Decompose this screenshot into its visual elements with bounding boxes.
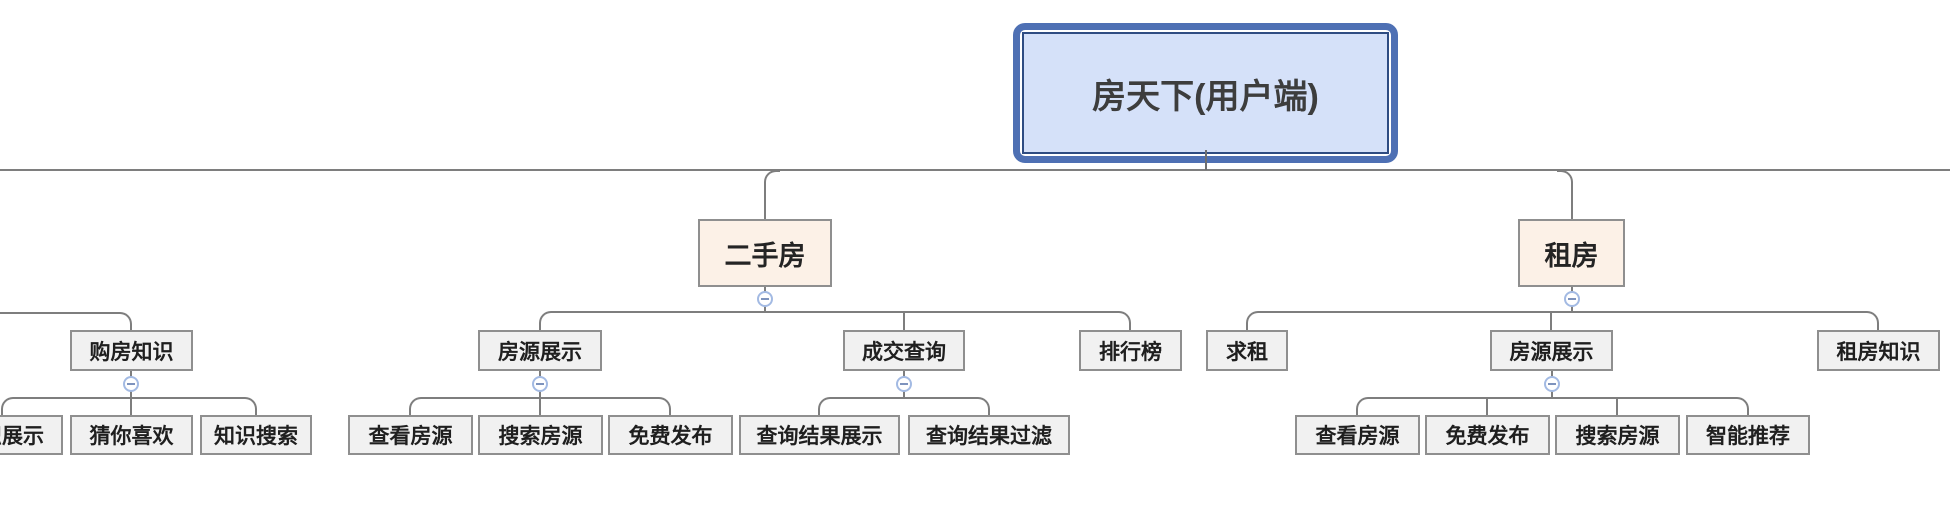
node-label: 租房 (1544, 240, 1599, 271)
connector-elbow-to-ershoufang (764, 170, 780, 219)
minus-glyph (761, 298, 769, 300)
node-zufang[interactable]: 租房 (1518, 219, 1625, 287)
node-label: 智能推荐 (1706, 425, 1790, 448)
node-label: 搜索房源 (498, 425, 583, 448)
node-label: 求租 (1226, 340, 1268, 364)
node-zufang-zhishi[interactable]: 租房知识 (1817, 330, 1940, 371)
node-fangyuan-zhanshi-zf[interactable]: 房源展示 (1490, 330, 1613, 371)
minus-glyph (127, 383, 135, 385)
collapse-fangyuan-esf-minus-icon[interactable] (532, 376, 548, 392)
node-label: 房天下(用户端) (1092, 77, 1319, 116)
collapse-zufang-minus-icon[interactable] (1564, 291, 1580, 307)
node-chaxun-jieguo-guolv[interactable]: 查询结果过滤 (908, 415, 1070, 455)
node-goufang-zhishi[interactable]: 购房知识 (70, 330, 193, 371)
connector-stub-cai-ni-xihuan (130, 397, 132, 415)
node-label: 免费发布 (1445, 425, 1530, 448)
node-label: 房源展示 (1509, 340, 1594, 364)
node-qiuzu[interactable]: 求租 (1206, 330, 1288, 371)
collapse-fangyuan-zf-minus-icon[interactable] (1544, 376, 1560, 392)
connector-offscreen-parent-rail (0, 312, 132, 330)
node-label: 租房知识 (1836, 340, 1921, 364)
node-root[interactable]: 房天下(用户端) (1013, 23, 1398, 163)
connector-stub-sousuo-fangyuan-zf (1616, 397, 1618, 415)
connector-stub-chengjiao-chaxun (903, 312, 905, 330)
connector-stub-sousuo-fangyuan-esf (539, 397, 541, 415)
node-chakan-fangyuan-esf[interactable]: 查看房源 (348, 415, 473, 455)
node-sousuo-fangyuan-esf[interactable]: 搜索房源 (478, 415, 603, 455)
node-cai-ni-xihuan[interactable]: 猜你喜欢 (70, 415, 193, 455)
node-label: 二手房 (724, 240, 806, 271)
minus-glyph (900, 383, 908, 385)
node-paihangbang[interactable]: 排行榜 (1079, 330, 1182, 371)
connector-fangyuan-esf-children-rail (409, 397, 671, 415)
node-label: 房源展示 (498, 340, 582, 364)
node-mianfei-fabu-zf[interactable]: 免费发布 (1425, 415, 1550, 455)
node-label: 查询结果展示 (756, 425, 883, 448)
minus-glyph (536, 383, 544, 385)
minus-glyph (1548, 383, 1556, 385)
minus-glyph (1568, 298, 1576, 300)
node-ershoufang[interactable]: 二手房 (698, 219, 832, 287)
node-chakan-fangyuan-zf[interactable]: 查看房源 (1295, 415, 1420, 455)
node-zhishi-sousuo[interactable]: 知识搜索 (200, 415, 312, 455)
node-fangyuan-zhanshi-esf[interactable]: 房源展示 (478, 330, 602, 371)
connector-elbow-to-zufang (1557, 170, 1573, 219)
node-label: 排行榜 (1099, 340, 1162, 364)
node-label: 成交查询 (862, 340, 946, 364)
node-chengjiao-chaxun[interactable]: 成交查询 (843, 330, 965, 371)
root-node-inner: 房天下(用户端) (1022, 32, 1389, 154)
collapse-ershoufang-minus-icon[interactable] (757, 291, 773, 307)
node-mianfei-fabu-esf[interactable]: 免费发布 (608, 415, 733, 455)
node-label: 查询结果过滤 (926, 425, 1052, 448)
connector-stub-fangyuan-zhanshi-zf (1550, 312, 1552, 330)
node-label: 知识搜索 (214, 425, 298, 448)
node-label: 免费发布 (628, 425, 713, 448)
collapse-chengjiao-minus-icon[interactable] (896, 376, 912, 392)
connector-root-children-rail (0, 169, 1950, 171)
connector-ershoufang-children-rail (539, 311, 1131, 330)
connector-zufang-children-rail (1246, 311, 1879, 330)
collapse-goufang-zhishi-minus-icon[interactable] (123, 376, 139, 392)
connector-stub-mianfei-fabu-zf (1486, 397, 1488, 415)
node-zhineng-tuijian[interactable]: 智能推荐 (1686, 415, 1810, 455)
node-label: 查看房源 (368, 425, 453, 448)
connector-fangyuan-zf-children-rail (1356, 397, 1749, 415)
node-label: 搜索房源 (1575, 425, 1660, 448)
node-chaxun-jieguo-zhanshi[interactable]: 查询结果展示 (739, 415, 900, 455)
node-label: 购房知识 (89, 340, 174, 364)
node-sousuo-fangyuan-zf[interactable]: 搜索房源 (1555, 415, 1680, 455)
connector-goufang-zhishi-children-rail (1, 397, 257, 415)
node-label: 猜你喜欢 (89, 425, 174, 448)
connector-chengjiao-children-rail (818, 397, 990, 415)
node-label: 查看房源 (1315, 425, 1400, 448)
